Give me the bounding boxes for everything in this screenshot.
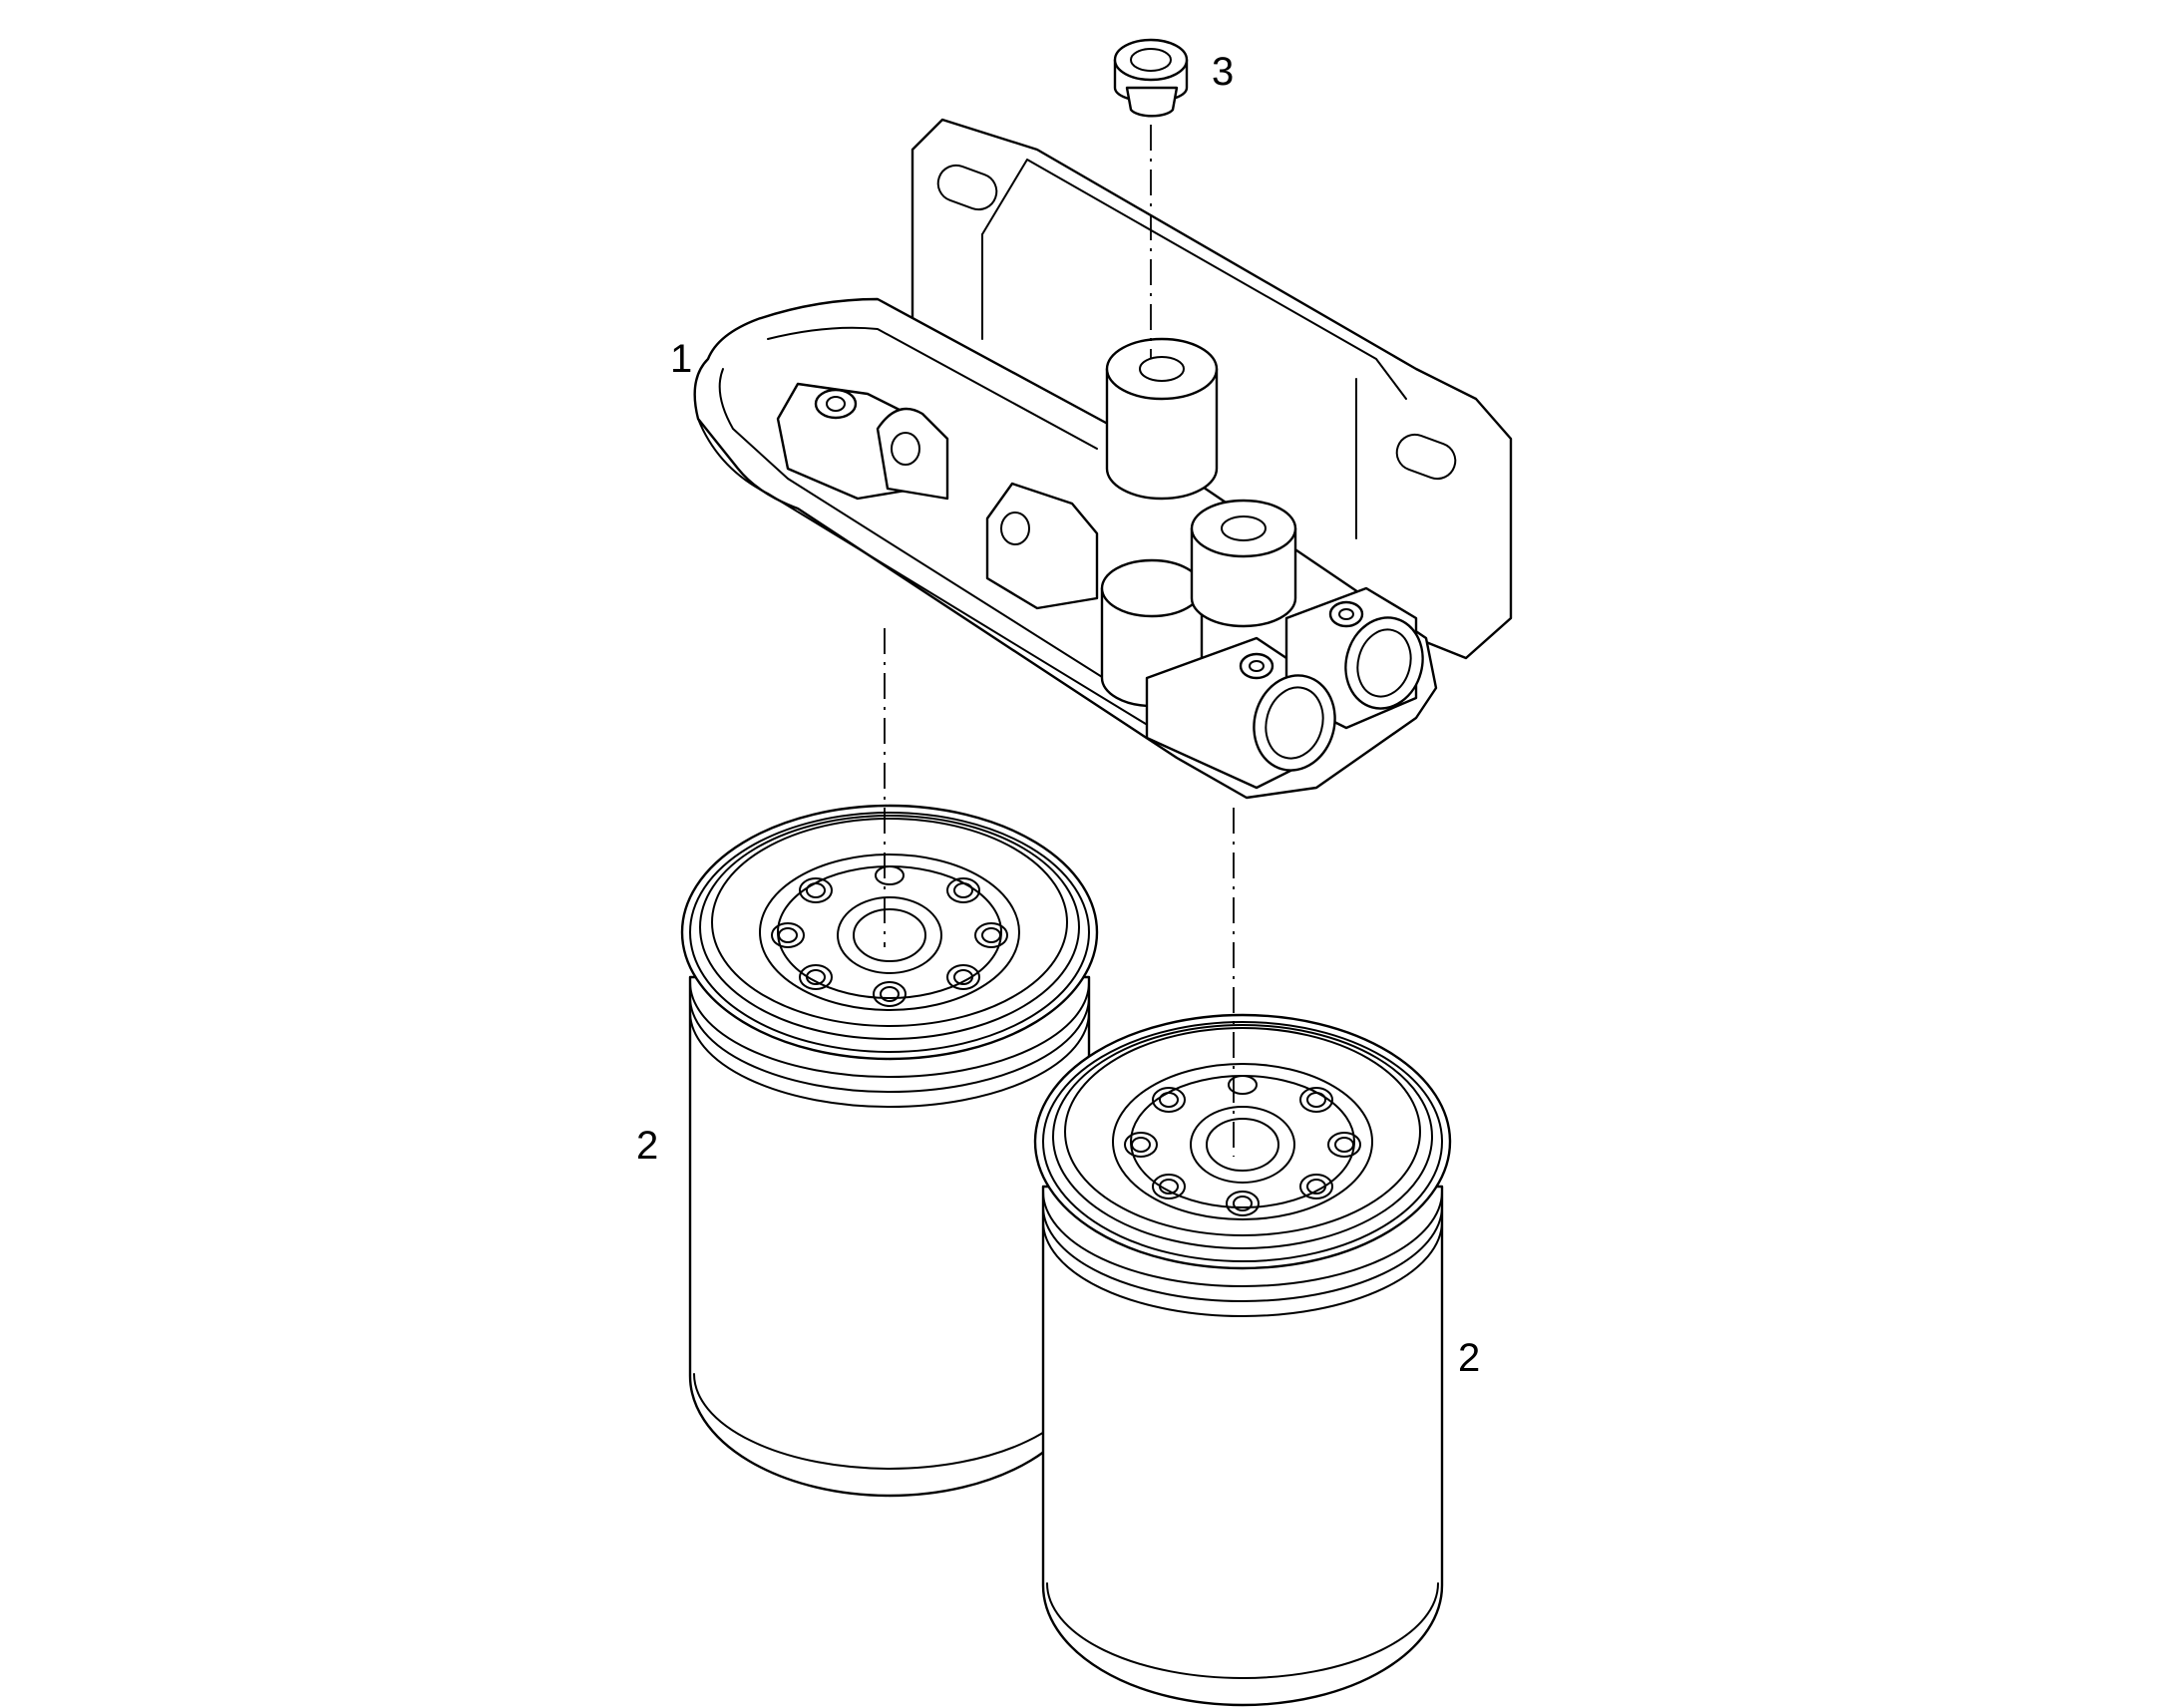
filter-cartridge-left [680, 804, 1099, 1498]
plug [1113, 38, 1189, 118]
callout-label: 2 [636, 1124, 658, 1168]
filter-head [693, 118, 1513, 800]
filter-cartridge-right [1033, 1013, 1452, 1707]
callout-label: 3 [1212, 50, 1234, 94]
callouts: 1 2 2 3 [636, 50, 1480, 1380]
callout-label: 1 [670, 337, 692, 381]
callout-label: 2 [1458, 1336, 1480, 1380]
centre-lines [884, 125, 1235, 1157]
